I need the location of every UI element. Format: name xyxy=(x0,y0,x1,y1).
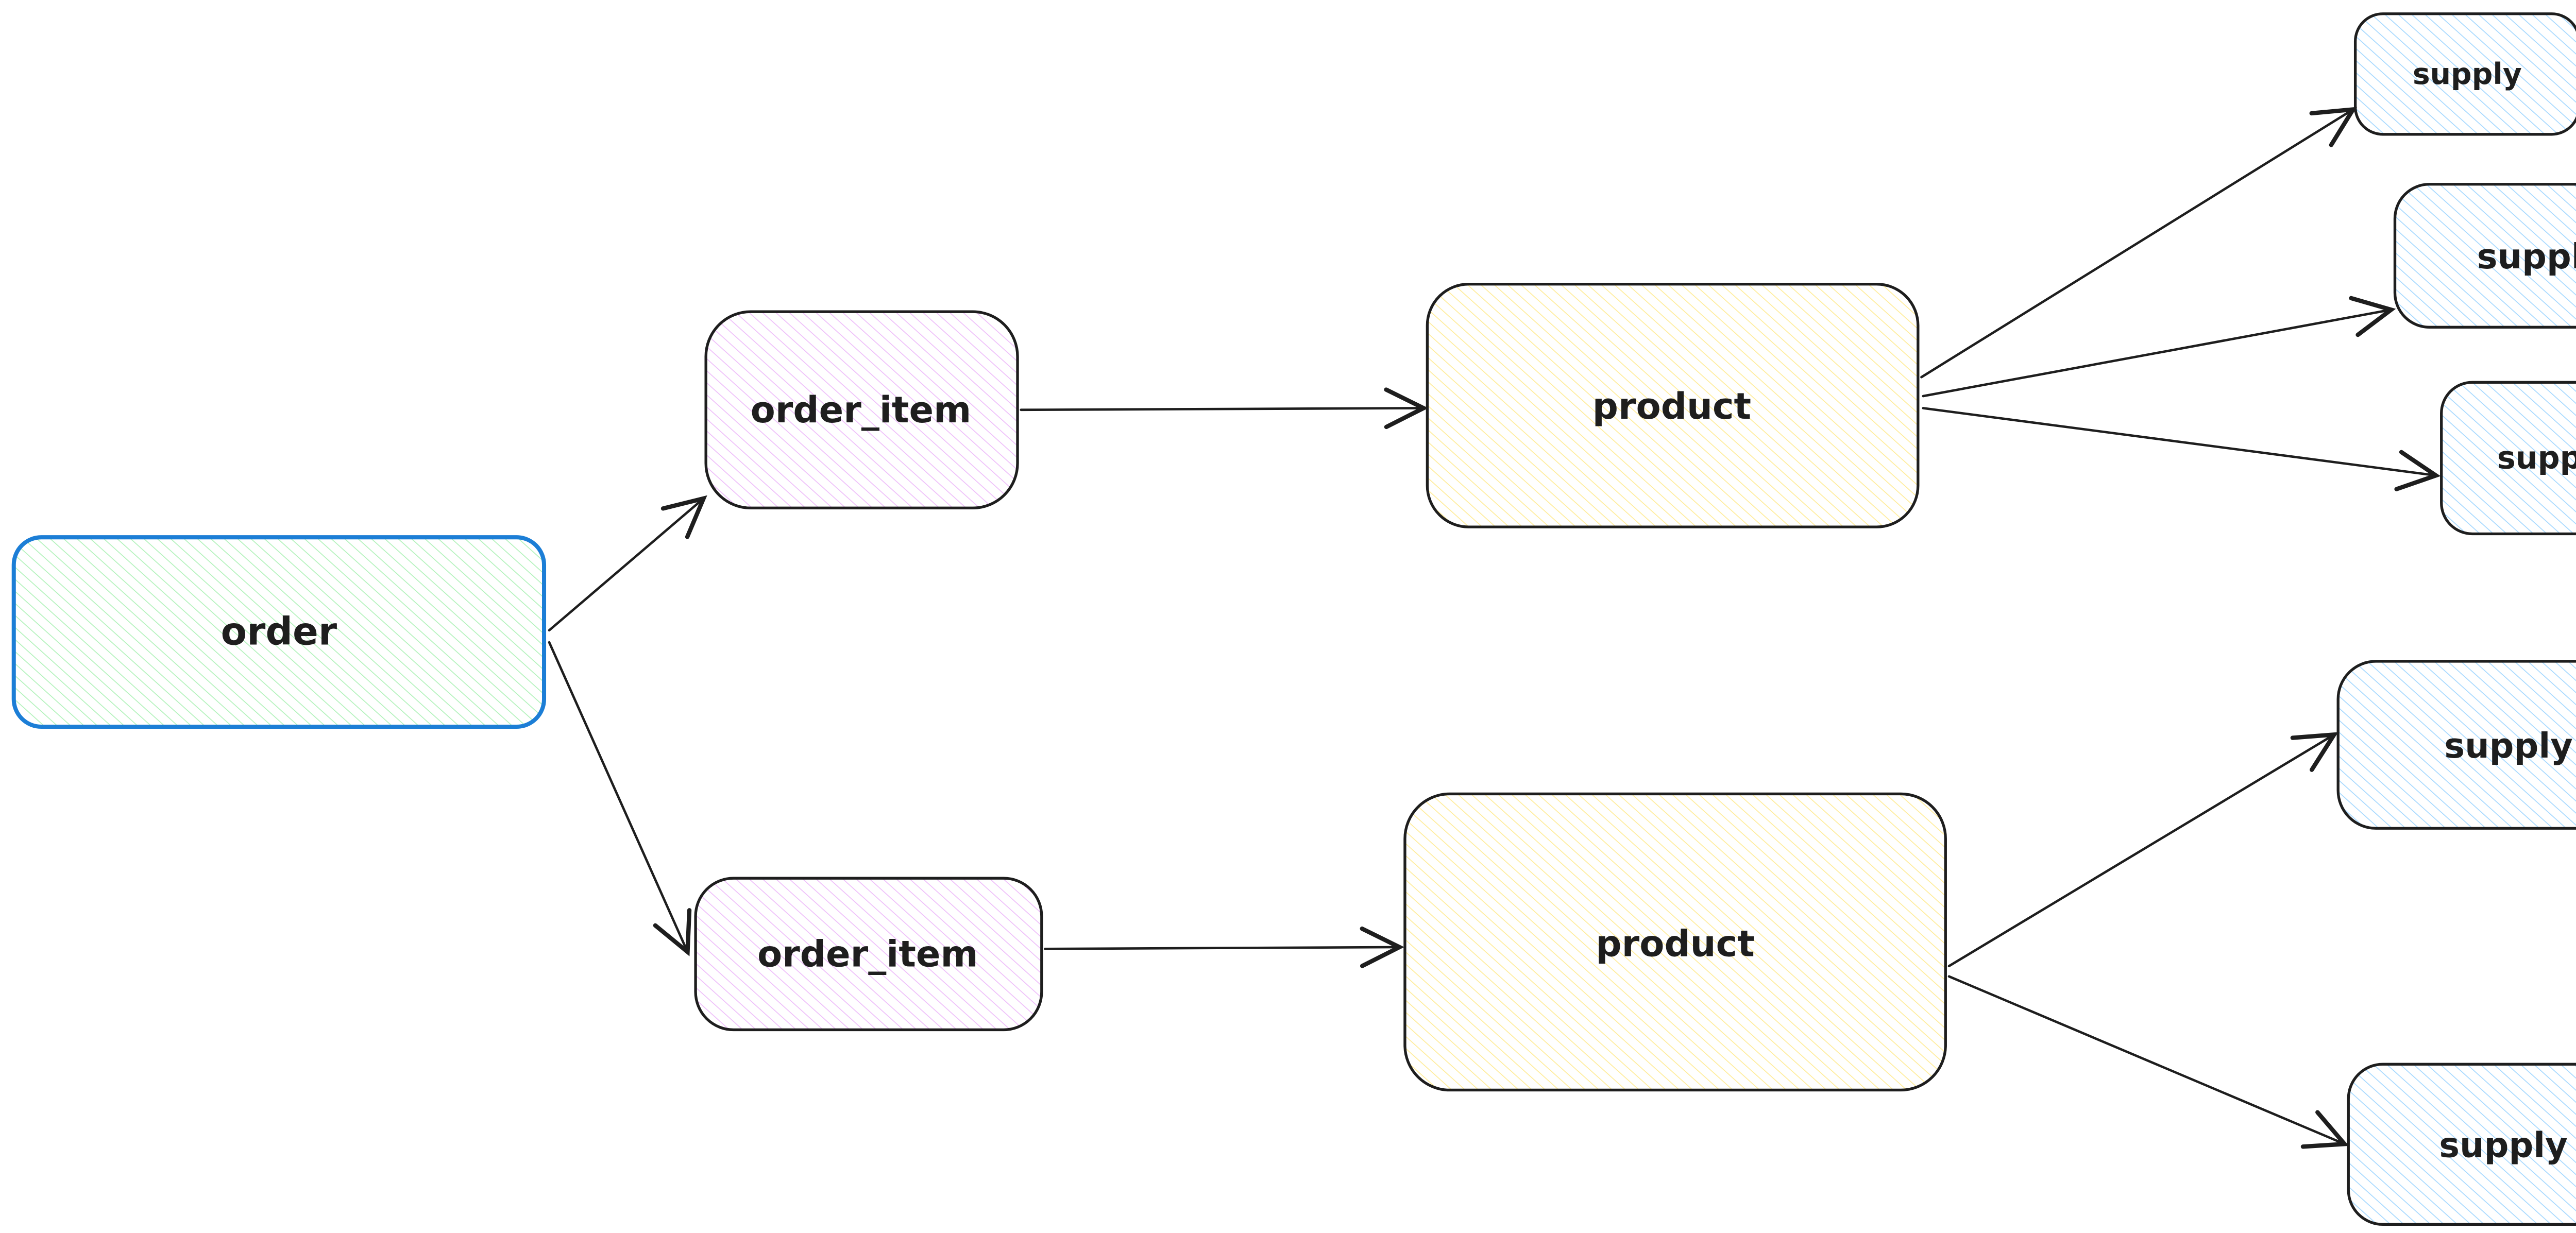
edge-product-bottom-to-supply-5[interactable] xyxy=(1947,975,2349,1149)
edge-product-top-to-supply-2[interactable] xyxy=(1922,296,2396,398)
node-order: order xyxy=(11,535,547,729)
supply-top-1-label: supply xyxy=(2413,57,2522,91)
supply-bottom-2-box[interactable] xyxy=(2347,1063,2576,1226)
product-top-box[interactable] xyxy=(1426,283,1920,528)
product-bottom-label: product xyxy=(1596,922,1754,965)
product-bottom-box[interactable] xyxy=(1403,792,1947,1092)
order-item-bottom-label: order_item xyxy=(757,933,978,975)
supply-top-3-label: supply xyxy=(2497,440,2576,476)
node-supply-top-2: supply xyxy=(2393,183,2576,329)
edge-product-bottom-to-supply-4[interactable] xyxy=(1947,732,2338,968)
order-label: order xyxy=(221,610,337,654)
node-order-item-top: order_item xyxy=(704,310,1019,510)
node-order-item-bottom: order_item xyxy=(694,877,1043,1032)
edge-order-item-top-to-product-top[interactable] xyxy=(1020,387,1429,430)
edge-order-item-bottom-to-product-bottom[interactable] xyxy=(1044,926,1404,968)
node-supply-bottom-2: supply xyxy=(2347,1063,2576,1226)
supply-bottom-1-label: supply xyxy=(2444,726,2572,766)
supply-top-1-box[interactable] xyxy=(2353,12,2576,136)
supply-top-3-box[interactable] xyxy=(2440,381,2576,536)
node-product-bottom: product xyxy=(1403,792,1947,1092)
edge-order-to-order-item-top[interactable] xyxy=(548,495,707,632)
edge-layer xyxy=(548,107,2441,1149)
supply-bottom-2-label: supply xyxy=(2439,1125,2567,1165)
supply-bottom-1-box[interactable] xyxy=(2336,660,2576,830)
node-supply-top-3: supply xyxy=(2440,381,2576,536)
edge-product-top-to-supply-1[interactable] xyxy=(1920,107,2358,379)
node-product-top: product xyxy=(1426,283,1920,528)
order-item-top-box[interactable] xyxy=(704,310,1019,510)
order-item-bottom-box[interactable] xyxy=(694,877,1043,1032)
order-box[interactable] xyxy=(11,535,547,729)
node-supply-top-1: supply xyxy=(2353,12,2576,136)
product-top-label: product xyxy=(1592,385,1751,427)
supply-top-2-box[interactable] xyxy=(2393,183,2576,329)
edge-order-to-order-item-bottom[interactable] xyxy=(548,641,692,956)
edge-product-top-to-supply-3[interactable] xyxy=(1922,407,2441,491)
order-item-top-label: order_item xyxy=(751,389,972,431)
node-supply-bottom-1: supply xyxy=(2336,660,2576,830)
supply-top-2-label: supply xyxy=(2477,236,2576,277)
